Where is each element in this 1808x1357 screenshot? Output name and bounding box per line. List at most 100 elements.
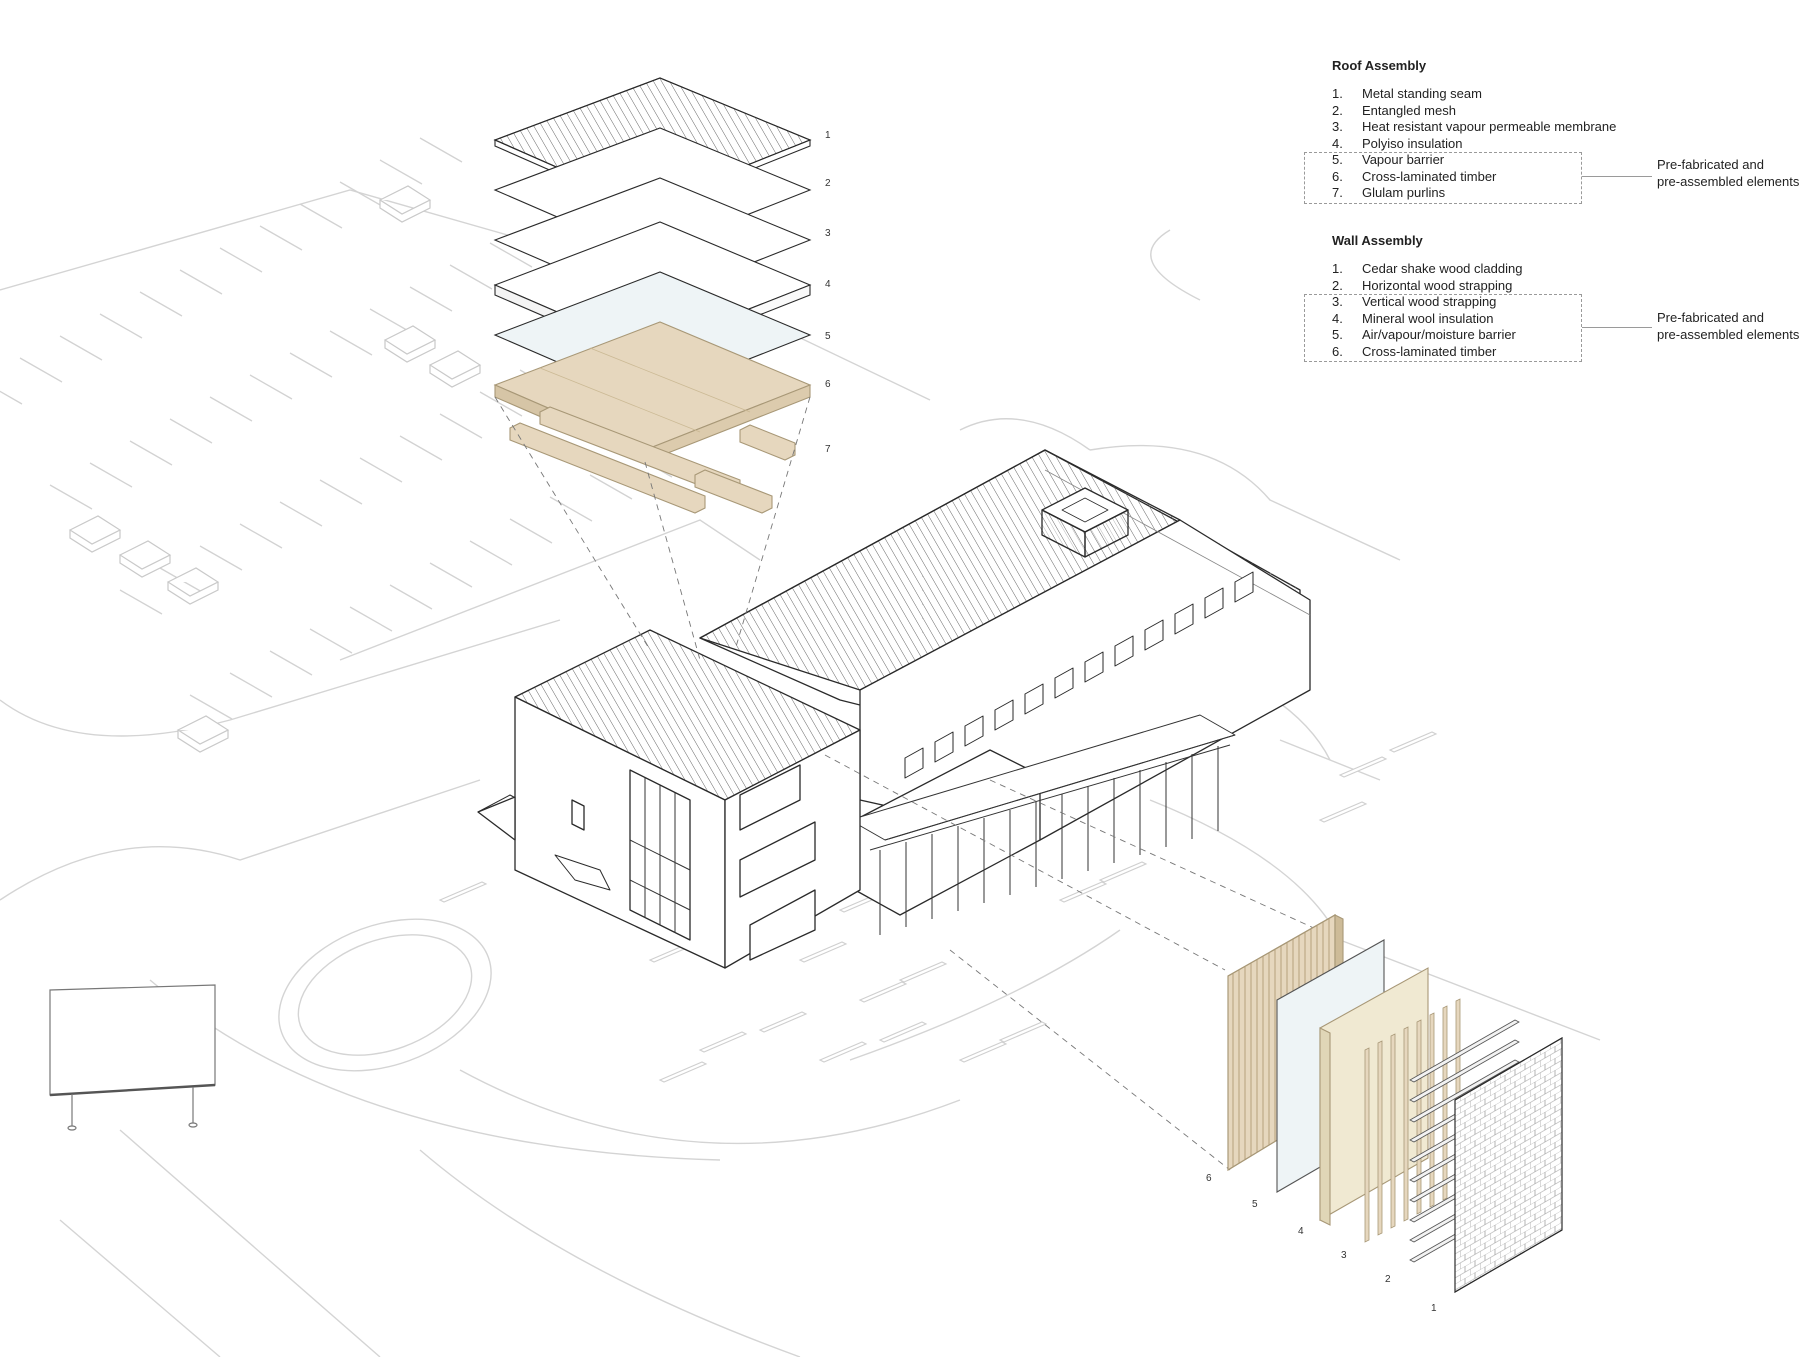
parking-stall-line: [589, 474, 633, 500]
list-item: 6.Cross-laminated timber: [1332, 168, 1497, 184]
bench: [1338, 756, 1388, 778]
horizontal-strap: [1409, 1059, 1520, 1123]
parking-stall-line: [419, 137, 463, 163]
wall-label: 3: [1341, 1250, 1347, 1261]
bench: [858, 981, 908, 1003]
list-item: 4.Mineral wool insulation: [1332, 310, 1494, 326]
parking-stall-line: [119, 589, 163, 615]
parking-stall-line: [189, 694, 233, 720]
parking-stall-line: [349, 606, 393, 632]
planter: [428, 350, 482, 388]
bench: [658, 1061, 708, 1083]
roof-label: 3: [825, 228, 831, 239]
bench: [698, 1031, 748, 1053]
parking-stall-line: [259, 225, 303, 251]
window: [934, 731, 954, 763]
list-item: 5.Vapour barrier: [1332, 152, 1445, 167]
parking-stall-line: [469, 540, 513, 566]
building: [477, 449, 1311, 969]
list-item: 6.Cross-laminated timber: [1332, 343, 1497, 359]
parking-stall-line: [179, 269, 223, 295]
wall-label: 6: [1206, 1173, 1212, 1184]
window: [1054, 667, 1074, 699]
bench: [898, 961, 948, 983]
parking-stall-line: [239, 523, 283, 549]
wall-assembly-legend: Wall Assembly 1.Cedar shake wood claddin…: [1332, 233, 1522, 360]
parking-stall-line: [339, 181, 383, 207]
planter: [118, 540, 172, 578]
bench: [1058, 881, 1108, 903]
wall-label: 4: [1298, 1226, 1304, 1237]
wall-label: 1: [1431, 1303, 1437, 1314]
window: [964, 715, 984, 747]
road-curve: [1089, 444, 1401, 561]
parking-stall-line: [409, 286, 453, 312]
parking-stall-line: [549, 496, 593, 522]
rooftop-unit: [1041, 487, 1129, 558]
window: [1234, 571, 1254, 603]
list-item: 5.Air/vapour/moisture barrier: [1332, 327, 1516, 342]
planter: [378, 185, 432, 223]
window: [1114, 635, 1134, 667]
curtain-wall: [879, 746, 1219, 935]
parking-stall-line: [369, 308, 413, 334]
roof-label: 1: [825, 130, 831, 141]
parking-stall-line: [169, 418, 213, 444]
road-curve: [59, 1219, 221, 1357]
wall-prefab-leader: [1582, 327, 1652, 328]
parking-stall-line: [269, 650, 313, 676]
horizontal-strap: [1409, 1019, 1520, 1083]
roof-prefab-leader: [1582, 176, 1652, 177]
parking-stall-line: [359, 457, 403, 483]
parking-stalls: [0, 137, 673, 720]
roof-prefab-note: Pre-fabricated and pre-assembled element…: [1657, 157, 1800, 189]
list-item: 3.Vertical wood strapping: [1332, 294, 1497, 309]
window: [1084, 651, 1104, 683]
parking-stall-line: [299, 203, 343, 229]
list-item: 4.Polyiso insulation: [1332, 135, 1463, 151]
bench: [818, 1041, 868, 1063]
bench: [438, 881, 488, 903]
list-item: 2.Horizontal wood strapping: [1332, 277, 1513, 293]
parking-stall-line: [199, 545, 243, 571]
parking-stall-line: [139, 291, 183, 317]
parking-stall-line: [449, 264, 493, 290]
roof-projection-lines: [494, 396, 811, 661]
parking-outline: [339, 519, 761, 661]
window: [739, 764, 801, 831]
parking-stall-line: [429, 562, 473, 588]
roof-prefab-bracket: [1304, 152, 1582, 204]
site-plan: [0, 189, 1601, 1357]
parking-stall-line: [49, 484, 93, 510]
parking-stall-line: [129, 440, 173, 466]
window: [1204, 587, 1224, 619]
parking-stall-line: [289, 352, 333, 378]
parking-stall-line: [219, 247, 263, 273]
wall-projection-lines: [824, 754, 1341, 1171]
vertical-strap: [1403, 1026, 1409, 1222]
roof-assembly-list: 1.Metal standing seam 2.Entangled mesh 3…: [1332, 86, 1616, 202]
parking-stall-line: [489, 242, 533, 268]
bench: [1318, 801, 1368, 823]
window: [1144, 619, 1164, 651]
parking-stall-line: [249, 374, 293, 400]
wall-layer-4-mineral-wool: [1319, 967, 1429, 1226]
wall-assembly-list: 1.Cedar shake wood cladding 2.Horizontal…: [1332, 261, 1522, 360]
wall-label: 5: [1252, 1199, 1258, 1210]
window: [571, 799, 585, 831]
planter: [383, 325, 437, 363]
list-item: 1.Metal standing seam: [1332, 86, 1482, 101]
road-curve: [0, 779, 481, 901]
side-canopy: [477, 796, 516, 841]
road-curve: [419, 1149, 801, 1357]
vertical-strap: [1377, 1040, 1383, 1236]
parking-stall-line: [19, 357, 63, 383]
glazed-entry-mullions: [629, 778, 691, 933]
site-planters: [68, 185, 482, 753]
entry-canopy: [554, 854, 611, 891]
list-item: 7.Glulam purlins: [1332, 185, 1446, 200]
parking-stall-line: [279, 501, 323, 527]
window: [739, 821, 816, 898]
window: [1174, 603, 1194, 635]
